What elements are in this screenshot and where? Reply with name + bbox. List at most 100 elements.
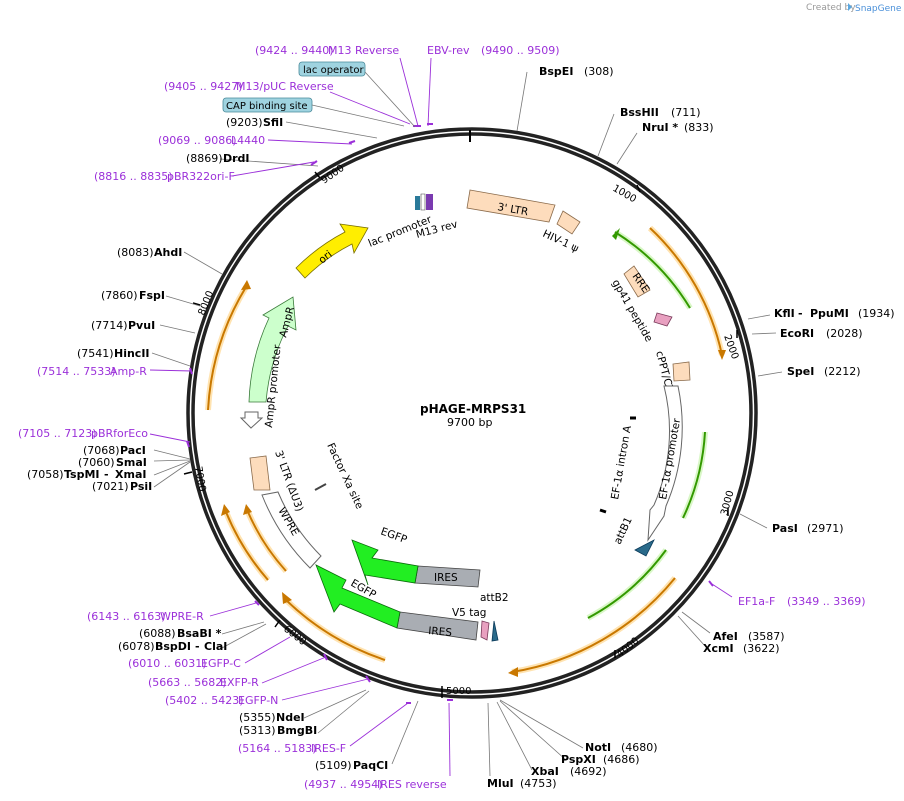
- svg-text:IRES: IRES: [434, 572, 458, 584]
- svg-text:(4692): (4692): [570, 765, 607, 778]
- primer-exfp-r: (5663 .. 5682)EXFP-R: [148, 676, 259, 689]
- feature-v5-tag: V5 tag: [452, 607, 490, 641]
- svg-text:V5 tag: V5 tag: [452, 607, 486, 619]
- site-pspxi: PspXI(4686): [561, 753, 640, 766]
- svg-text:FspI: FspI: [139, 289, 165, 302]
- svg-text:BmgBI: BmgBI: [277, 724, 317, 737]
- site-xbai: XbaI (4692): [531, 765, 607, 778]
- svg-text:SfiI: SfiI: [263, 116, 283, 129]
- svg-text:attB2: attB2: [480, 592, 509, 604]
- site-ecori: EcoRI(2028): [780, 327, 863, 340]
- svg-text:IRES: IRES: [428, 625, 453, 639]
- svg-text:EXFP-R: EXFP-R: [220, 676, 259, 689]
- svg-text:lac operator: lac operator: [303, 65, 364, 76]
- site-sfii: (9203)SfiI: [226, 116, 283, 129]
- svg-text:NdeI: NdeI: [276, 711, 305, 724]
- lac-operator-box: lac operator: [298, 61, 416, 128]
- svg-text:PasI: PasI: [772, 522, 798, 535]
- svg-text:(7514 .. 7533): (7514 .. 7533): [37, 365, 116, 378]
- svg-text:(711): (711): [671, 106, 701, 119]
- svg-text:EBV-rev: EBV-rev: [427, 44, 470, 57]
- svg-text:EF-1α intron A: EF-1α intron A: [609, 424, 634, 501]
- svg-text:SmaI: SmaI: [116, 456, 147, 469]
- tick-4000: 4000: [615, 636, 642, 661]
- svg-text:CAP binding site: CAP binding site: [226, 101, 308, 112]
- feature-ef1a-promoter: EF-1α promoter: [647, 385, 683, 542]
- site-bsshii: BssHII(711): [620, 106, 701, 119]
- backbone-inner-ring: [191, 132, 753, 694]
- site-bspei: BspEI(308): [539, 65, 614, 78]
- svg-text:PaqCI: PaqCI: [353, 759, 388, 772]
- svg-text:EGFP-C: EGFP-C: [201, 657, 241, 670]
- feature-attb2: attB2: [480, 592, 509, 642]
- svg-text:pBRforEco: pBRforEco: [91, 427, 148, 440]
- site-kfli-ppumi: KflI- PpuMI(1934): [774, 307, 895, 320]
- svg-text:HIV-1 ψ: HIV-1 ψ: [541, 228, 581, 255]
- primer-labels: (9424 .. 9440)M13 Reverse EBV-rev(9490 .…: [18, 44, 866, 791]
- primer-pbrforeco: (7105 .. 7123)pBRforEco: [18, 427, 148, 440]
- svg-text:(6078): (6078): [118, 640, 155, 653]
- site-bspdi-clai: (6078)BspDI- ClaI: [118, 640, 227, 653]
- svg-text:IRES-F: IRES-F: [311, 742, 346, 755]
- svg-text:(4680): (4680): [621, 741, 658, 754]
- svg-text:MluI: MluI: [487, 777, 514, 790]
- svg-text:XbaI: XbaI: [531, 765, 559, 778]
- svg-text:DrdI: DrdI: [223, 152, 250, 165]
- svg-text:(5663 .. 5682): (5663 .. 5682): [148, 676, 227, 689]
- backbone-outer-ring: [186, 127, 758, 699]
- site-bsabi: (6088)BsaBI *: [139, 627, 222, 640]
- svg-text:(3622): (3622): [743, 642, 780, 655]
- svg-text:(2028): (2028): [826, 327, 863, 340]
- svg-text:AhdI: AhdI: [154, 246, 182, 259]
- cap-binding-site-box: CAP binding site: [222, 97, 405, 127]
- svg-text:(7021): (7021): [92, 480, 129, 493]
- svg-text:(1934): (1934): [858, 307, 895, 320]
- primer-egfp-n: (5402 .. 5423)EGFP-N: [165, 694, 278, 707]
- primer-ef1a-f: EF1a-F(3349 .. 3369): [738, 595, 866, 608]
- svg-text:(3587): (3587): [748, 630, 785, 643]
- svg-text:(9203): (9203): [226, 116, 263, 129]
- primer-ires-reverse: (4937 .. 4954)IRES reverse: [304, 778, 447, 791]
- site-hincii: (7541)HincII: [77, 347, 150, 360]
- svg-text:(4686): (4686): [603, 753, 640, 766]
- primer-ebv-rev: EBV-rev(9490 .. 9509): [427, 44, 560, 57]
- svg-text:M13/pUC Reverse: M13/pUC Reverse: [236, 80, 334, 93]
- svg-text:(8083): (8083): [117, 246, 154, 259]
- svg-text:(4753): (4753): [520, 777, 557, 790]
- svg-text:(7060): (7060): [78, 456, 115, 469]
- plasmid-size: 9700 bp: [447, 416, 492, 429]
- svg-text:Amp-R: Amp-R: [110, 365, 147, 378]
- svg-text:(7105 .. 7123): (7105 .. 7123): [18, 427, 97, 440]
- svg-text:NruI *: NruI *: [642, 121, 678, 134]
- primer-m13-puc-reverse: (9405 .. 9427)M13/pUC Reverse: [164, 80, 334, 93]
- svg-text:(5355): (5355): [239, 711, 276, 724]
- primer-amp-r: (7514 .. 7533)Amp-R: [37, 365, 147, 378]
- svg-text:attB1: attB1: [612, 515, 635, 546]
- snapgene-logo: SnapGene: [848, 3, 902, 14]
- svg-text:(7860): (7860): [101, 289, 138, 302]
- svg-text:PsiI: PsiI: [130, 480, 152, 493]
- site-fspi: (7860)FspI: [101, 289, 165, 302]
- svg-text:WPRE-R: WPRE-R: [160, 610, 204, 623]
- svg-text:(5402 .. 5423): (5402 .. 5423): [165, 694, 244, 707]
- svg-text:BsaBI *: BsaBI *: [177, 627, 222, 640]
- primer-egfp-c: (6010 .. 6031)EGFP-C: [128, 657, 241, 670]
- svg-text:AfeI: AfeI: [713, 630, 738, 643]
- site-xcmi: XcmI(3622): [703, 642, 780, 655]
- svg-text:(2212): (2212): [824, 365, 861, 378]
- svg-text:(5313): (5313): [239, 724, 276, 737]
- site-ahdi: (8083)AhdI: [117, 246, 182, 259]
- feature-factor-xa: Factor Xa site: [314, 441, 365, 511]
- svg-text:(8816 .. 8835): (8816 .. 8835): [94, 170, 173, 183]
- primer-l4440: (9069 .. 9086)L4440: [158, 134, 265, 147]
- feature-egfp-upper: EGFP: [351, 526, 419, 586]
- site-noti: NotI(4680): [585, 741, 658, 754]
- site-bmgbi: (5313)BmgBI: [239, 724, 317, 737]
- brand-label: SnapGene: [855, 4, 902, 14]
- svg-text:(9069 .. 9086): (9069 .. 9086): [158, 134, 237, 147]
- svg-text:XmaI: XmaI: [115, 468, 146, 481]
- created-by-label: Created by: [806, 3, 856, 13]
- tick-marks: [183, 171, 738, 698]
- feature-attb1: attB1: [612, 515, 655, 557]
